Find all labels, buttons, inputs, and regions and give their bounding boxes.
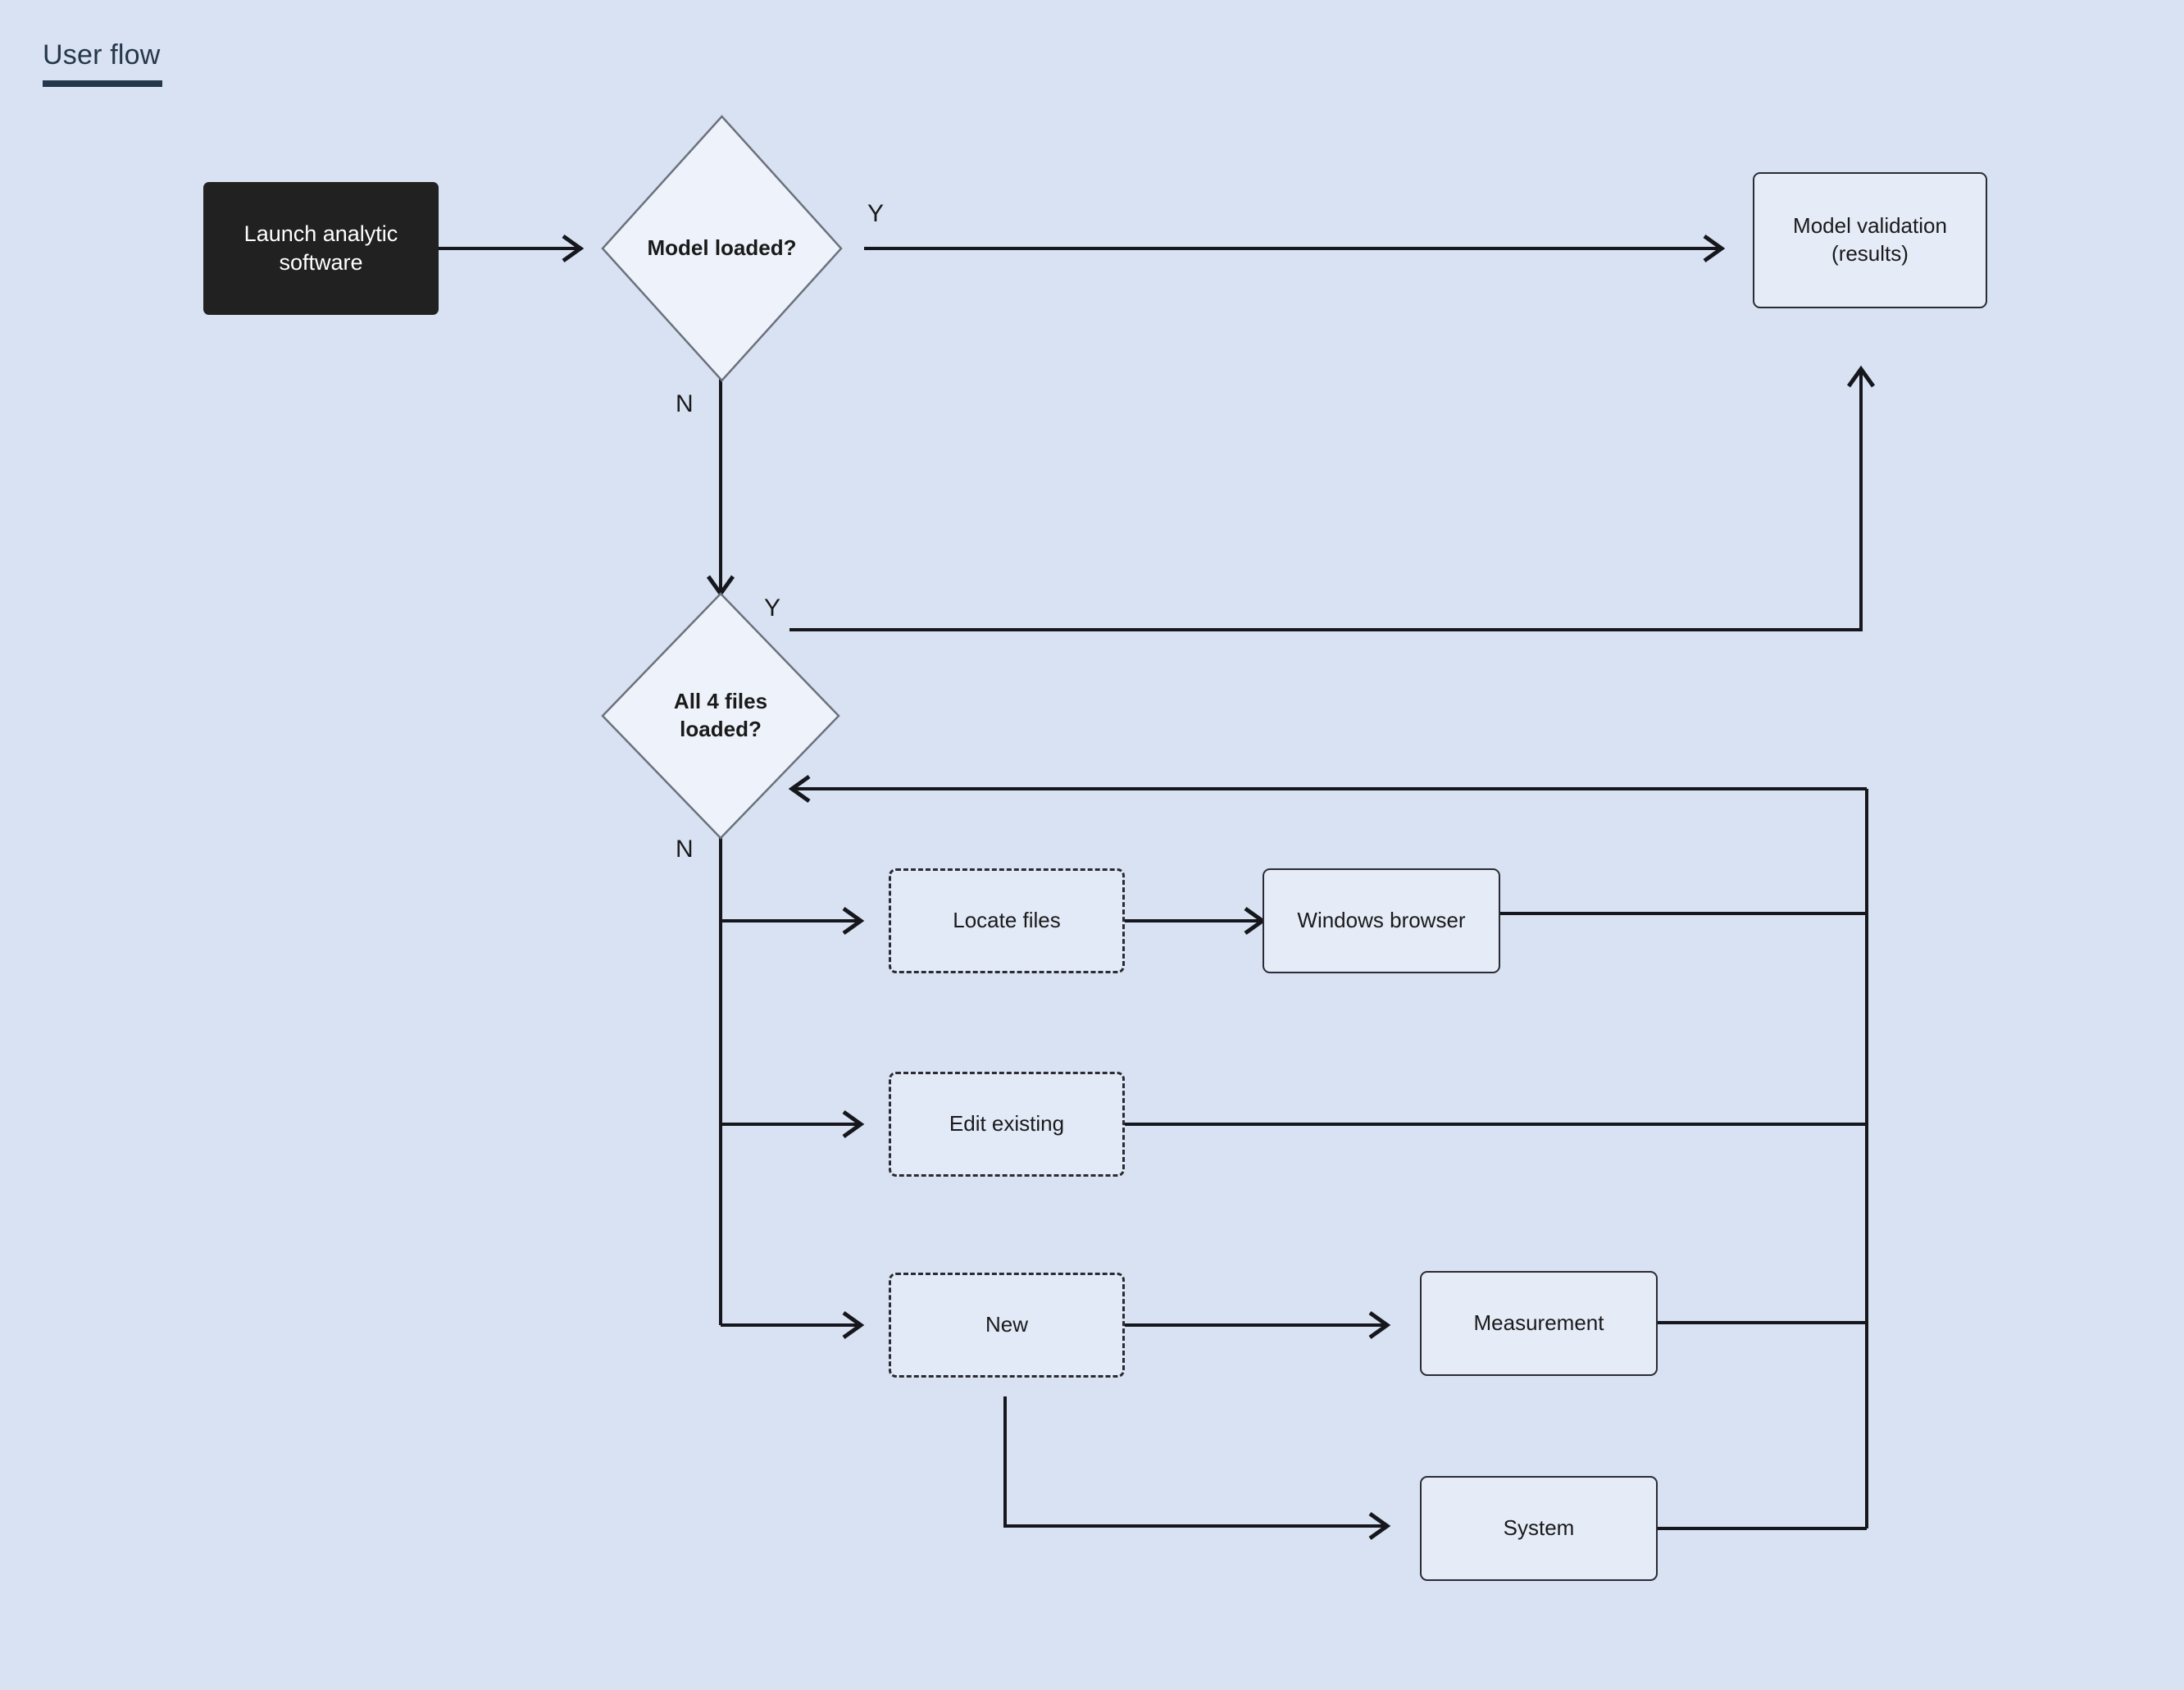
edge-files-yes — [789, 371, 1863, 631]
node-model-loaded-decision[interactable]: Model loaded? — [601, 115, 843, 382]
arrowhead-model-no — [706, 575, 735, 598]
title-underline — [43, 80, 162, 87]
node-model-validation[interactable]: Model validation(results) — [1753, 172, 1987, 308]
arrowhead-n-to-edit — [842, 1109, 865, 1139]
edge-new-to-system — [1003, 1396, 1385, 1528]
node-locate-files[interactable]: Locate files — [889, 868, 1125, 973]
edge-label-files-yes: Y — [764, 594, 781, 622]
arrowhead-launch-to-model — [562, 234, 585, 263]
node-edit-existing-label: Edit existing — [949, 1111, 1065, 1137]
node-edit-existing[interactable]: Edit existing — [889, 1072, 1125, 1177]
node-measurement[interactable]: Measurement — [1420, 1271, 1658, 1376]
node-model-validation-label: Model validation(results) — [1793, 213, 1947, 266]
edge-label-files-no: N — [676, 836, 694, 863]
node-locate-files-label: Locate files — [953, 908, 1061, 933]
arrowhead-n-to-new — [842, 1310, 865, 1340]
arrowhead-model-yes — [1703, 234, 1726, 263]
node-new[interactable]: New — [889, 1273, 1125, 1378]
arrowhead-files-yes — [1846, 365, 1876, 388]
arrowhead-locate-to-browser — [1244, 906, 1267, 936]
arrowhead-new-to-measurement — [1368, 1310, 1391, 1340]
title-block: User flow — [43, 41, 162, 87]
edge-label-model-no: N — [676, 390, 694, 417]
node-measurement-label: Measurement — [1473, 1310, 1604, 1336]
node-windows-browser[interactable]: Windows browser — [1263, 868, 1500, 973]
arrowhead-n-to-locate — [842, 906, 865, 936]
all-files-loaded-diamond-shape — [601, 592, 840, 840]
node-windows-browser-label: Windows browser — [1297, 908, 1466, 933]
node-system-label: System — [1503, 1515, 1575, 1541]
node-new-label: New — [985, 1312, 1028, 1337]
arrowhead-new-to-system — [1368, 1511, 1391, 1541]
page-title: User flow — [43, 39, 161, 71]
model-loaded-diamond-shape — [601, 115, 843, 382]
edge-label-model-yes: Y — [867, 200, 885, 227]
node-system[interactable]: System — [1420, 1476, 1658, 1581]
